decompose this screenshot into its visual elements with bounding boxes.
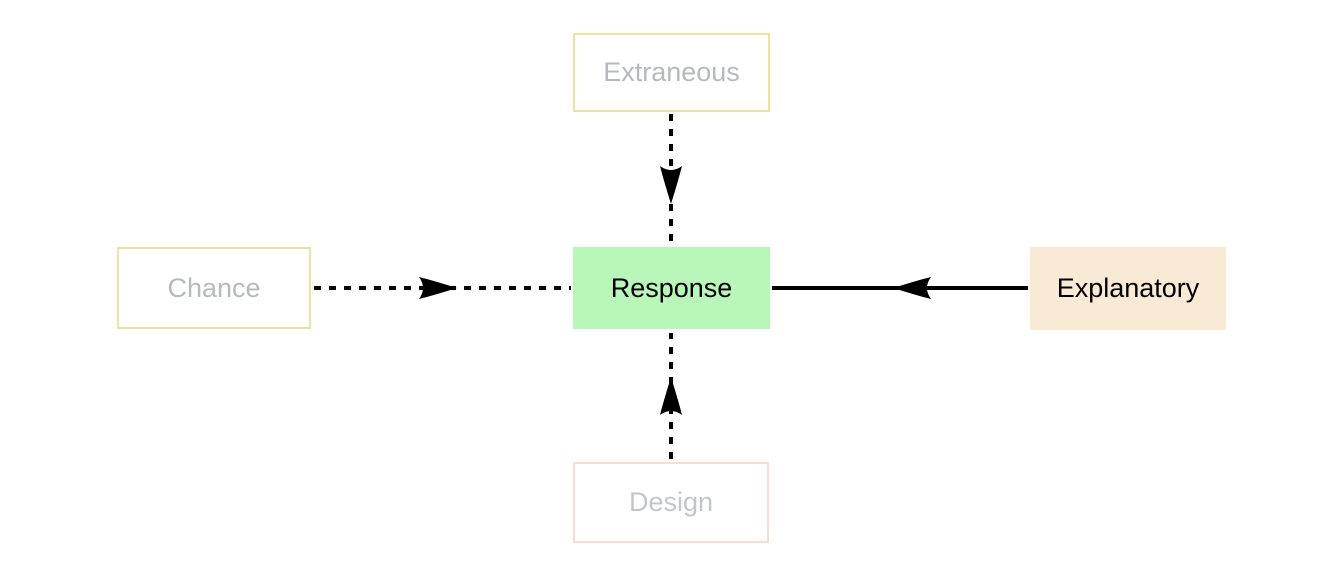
arrowhead-up-icon [660,377,682,415]
node-chance-label: Chance [167,272,261,303]
arrowhead-left-icon [893,277,931,299]
node-extraneous-label: Extraneous [603,57,740,87]
arrowhead-down-icon [660,166,682,204]
node-chance: Chance [117,247,311,329]
node-explanatory: Explanatory [1030,247,1226,330]
edge-explanatory-response [772,277,1028,299]
node-design-label: Design [628,487,714,517]
edge-design-response [660,333,682,459]
arrowhead-right-icon [419,277,457,299]
node-response: Response [573,247,770,329]
node-extraneous: Extraneous [573,33,770,112]
node-response-label: Response [610,272,733,303]
node-explanatory-label: Explanatory [1056,273,1200,303]
edge-extraneous-response [660,114,682,245]
node-design: Design [573,462,769,543]
edge-chance-response [314,277,571,299]
